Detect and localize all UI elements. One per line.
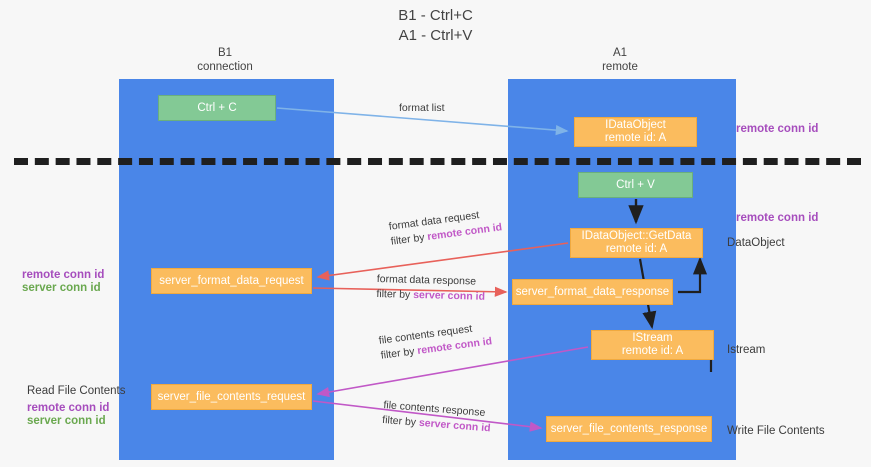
lane-b1-name: B1 xyxy=(217,47,233,59)
annotation-remote-conn-id-mid: remote conn id xyxy=(736,212,819,224)
edge-fcreq-filter-prefix: filter by xyxy=(380,345,419,362)
box-server-file-contents-response[interactable]: server_file_contents_response xyxy=(546,416,712,442)
box-istream-title: IStream xyxy=(632,332,673,344)
annotation-read-file-contents: Read File Contents xyxy=(27,385,126,397)
phase-divider xyxy=(14,158,861,165)
annotation-left-remote-conn-id-2: remote conn id xyxy=(27,402,110,414)
box-getdata-title: IDataObject::GetData xyxy=(581,230,692,242)
edge-label-file-contents-response: file contents response filter by server … xyxy=(382,398,493,436)
edge-fdres-filter-key: server conn id xyxy=(413,288,486,303)
page-title: B1 - Ctrl+C A1 - Ctrl+V xyxy=(0,6,871,46)
lane-caption-a1: A1 remote xyxy=(545,46,695,74)
lane-caption-b1: B1 connection xyxy=(150,46,300,74)
edge-label-format-list: format list xyxy=(399,101,445,116)
box-idataobject-sub: remote id: A xyxy=(604,132,667,144)
box-idataobject-getdata[interactable]: IDataObject::GetData remote id: A xyxy=(570,228,703,258)
box-ctrl-v-label: Ctrl + V xyxy=(616,178,655,191)
lane-b1-sub: connection xyxy=(197,61,253,73)
box-ctrl-c-label: Ctrl + C xyxy=(197,101,237,114)
box-idataobject-title: IDataObject xyxy=(605,119,666,131)
title-line-2: A1 - Ctrl+V xyxy=(398,27,473,44)
edge-label-format-data-response: format data response filter by server co… xyxy=(376,272,485,305)
annotation-left-remote-conn-id-1: remote conn id xyxy=(22,269,105,281)
edge-fdres-filter-prefix: filter by xyxy=(376,287,414,301)
annotation-remote-conn-id-top: remote conn id xyxy=(736,123,819,135)
box-sfcreq-label: server_file_contents_request xyxy=(157,390,306,403)
edge-fcres-filter-prefix: filter by xyxy=(381,413,420,429)
annotation-dataobject: DataObject xyxy=(727,237,785,249)
box-server-format-data-response[interactable]: server_format_data_response xyxy=(512,279,673,305)
box-sfdres-label: server_format_data_response xyxy=(515,285,670,298)
edge-fdreq-filter-prefix: filter by xyxy=(390,231,429,248)
box-sfdreq-label: server_format_data_request xyxy=(159,274,304,287)
box-ctrl-c[interactable]: Ctrl + C xyxy=(158,95,276,121)
edge-label-file-contents-request: file contents request filter by remote c… xyxy=(378,319,493,363)
box-server-file-contents-request[interactable]: server_file_contents_request xyxy=(151,384,312,410)
box-sfcres-label: server_file_contents_response xyxy=(550,422,708,435)
edge-label-format-list-line1: format list xyxy=(399,102,445,114)
lane-a1-sub: remote xyxy=(602,61,638,73)
box-istream[interactable]: IStream remote id: A xyxy=(591,330,714,360)
annotation-left-server-conn-id-1: server conn id xyxy=(22,282,101,294)
box-getdata-sub: remote id: A xyxy=(605,243,668,255)
edge-fdres-line2: filter by server conn id xyxy=(376,287,485,305)
box-ctrl-v[interactable]: Ctrl + V xyxy=(578,172,693,198)
box-server-format-data-request[interactable]: server_format_data_request xyxy=(151,268,312,294)
annotation-left-server-conn-id-2: server conn id xyxy=(27,415,106,427)
box-istream-sub: remote id: A xyxy=(621,345,684,357)
edge-label-format-data-request: format data request filter by remote con… xyxy=(388,205,503,249)
box-idataobject[interactable]: IDataObject remote id: A xyxy=(574,117,697,147)
annotation-istream: Istream xyxy=(727,344,766,356)
title-line-1: B1 - Ctrl+C xyxy=(398,7,473,24)
lane-a1-name: A1 xyxy=(612,47,628,59)
annotation-write-file-contents: Write File Contents xyxy=(727,425,825,437)
